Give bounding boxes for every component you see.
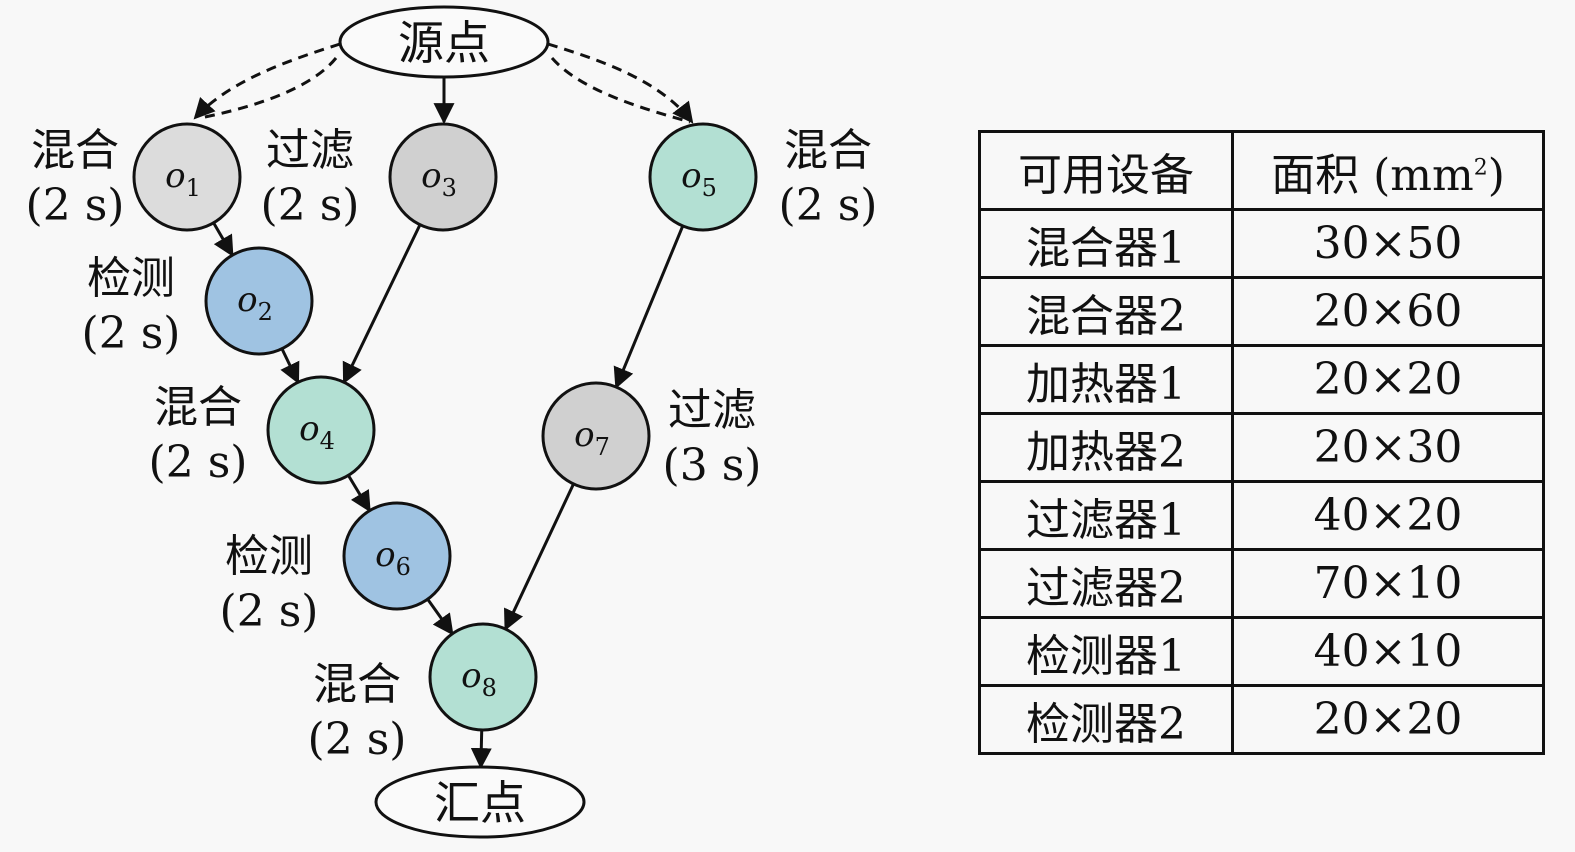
edge-o5-o7 xyxy=(613,225,685,389)
device-cell: 混合器1 xyxy=(978,208,1234,279)
node-subscript: 6 xyxy=(396,553,411,581)
operation-duration-label: (3 s) xyxy=(663,440,762,491)
device-cell: 加热器1 xyxy=(978,344,1234,415)
operation-duration-label: (2 s) xyxy=(149,437,248,488)
device-cell: 加热器2 xyxy=(978,412,1234,483)
sink-label: 汇点 xyxy=(434,776,526,830)
area-cell: 70×10 xyxy=(1231,548,1545,619)
edge-source-o5 xyxy=(550,57,691,124)
area-cell: 20×20 xyxy=(1231,344,1545,415)
sink-node: 汇点 xyxy=(374,765,586,839)
device-cell: 检测器2 xyxy=(978,684,1234,755)
edge-o4-o6 xyxy=(347,474,371,513)
header-area-close: ) xyxy=(1487,149,1505,201)
node-subscript: 7 xyxy=(595,433,610,461)
node-subscript: 5 xyxy=(702,174,717,202)
operation-duration-label: (2 s) xyxy=(82,308,181,359)
edge-source-o1 xyxy=(193,42,341,120)
area-cell: 20×60 xyxy=(1231,276,1545,347)
node-circle xyxy=(266,375,376,485)
operation-type-label: 混合 xyxy=(154,382,242,433)
device-cell: 混合器2 xyxy=(978,276,1234,347)
area-cell: 40×20 xyxy=(1231,480,1545,551)
operation-type-label: 混合 xyxy=(313,659,401,710)
operation-type-label: 过滤 xyxy=(266,125,354,176)
node-circle xyxy=(541,381,651,491)
operation-duration-label: (2 s) xyxy=(308,714,407,765)
node-subscript: 1 xyxy=(186,174,201,202)
operation-type-label: 混合 xyxy=(784,125,872,176)
node-subscript: 2 xyxy=(258,298,273,326)
table-header-row: 可用设备 面积 (mm2) xyxy=(978,130,1545,211)
node-circle xyxy=(204,246,314,356)
edge-o7-o8 xyxy=(504,483,575,631)
node-circle xyxy=(428,622,538,732)
source-label: 源点 xyxy=(398,16,490,70)
header-area: 面积 (mm2) xyxy=(1231,130,1545,211)
edge-o2-o4 xyxy=(280,348,300,385)
operation-duration-label: (2 s) xyxy=(220,586,319,637)
edge-source-o5 xyxy=(547,42,694,124)
operation-type-label: 检测 xyxy=(87,253,175,304)
operation-duration-label: (2 s) xyxy=(261,180,360,231)
node-circle xyxy=(648,122,758,232)
area-cell: 20×20 xyxy=(1231,684,1545,755)
area-cell: 20×30 xyxy=(1231,412,1545,483)
edge-o3-o4 xyxy=(342,224,422,385)
header-area-text: 面积 (mm xyxy=(1271,149,1474,201)
source-node: 源点 xyxy=(338,5,550,79)
operation-type-label: 检测 xyxy=(225,531,313,582)
edge-source-o1 xyxy=(199,57,338,120)
node-subscript: 8 xyxy=(482,674,497,702)
node-subscript: 4 xyxy=(320,427,335,455)
header-device: 可用设备 xyxy=(978,130,1234,211)
device-cell: 过滤器2 xyxy=(978,548,1234,619)
edge-o6-o8 xyxy=(426,598,454,636)
area-cell: 40×10 xyxy=(1231,616,1545,687)
operation-duration-label: (2 s) xyxy=(779,180,878,231)
operation-type-label: 混合 xyxy=(31,125,119,176)
node-circle xyxy=(132,122,242,232)
operation-type-label: 过滤 xyxy=(668,385,756,436)
node-subscript: 3 xyxy=(442,174,457,202)
node-circle xyxy=(388,122,498,232)
device-cell: 检测器1 xyxy=(978,616,1234,687)
edge-o1-o2 xyxy=(212,222,234,257)
area-cell: 30×50 xyxy=(1231,208,1545,279)
node-circle xyxy=(342,501,452,611)
header-area-exponent: 2 xyxy=(1473,154,1488,180)
operation-duration-label: (2 s) xyxy=(26,180,125,231)
edge-o8-sink xyxy=(470,729,492,770)
device-cell: 过滤器1 xyxy=(978,480,1234,551)
